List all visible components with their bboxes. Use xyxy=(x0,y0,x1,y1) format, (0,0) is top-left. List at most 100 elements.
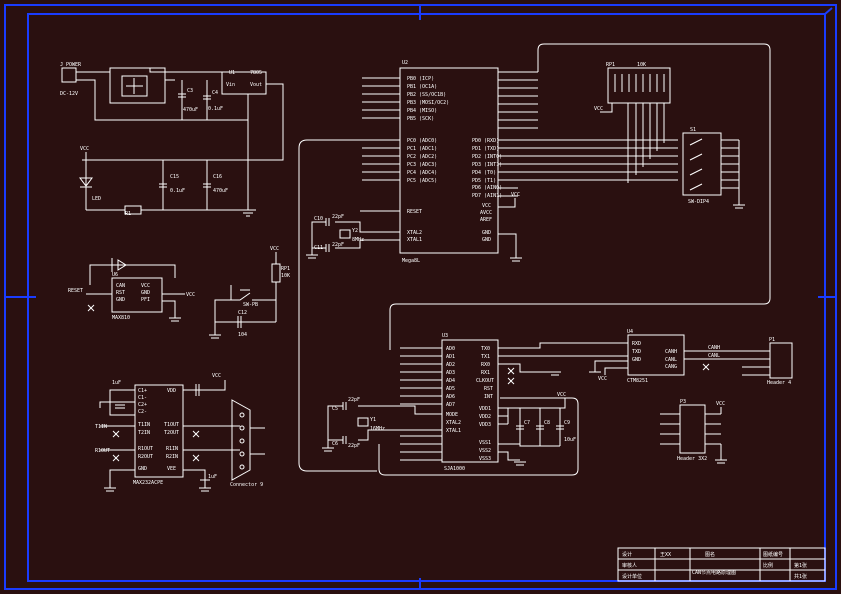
svg-text:VCC: VCC xyxy=(212,373,221,379)
can-controller-section: U3 SJA1000 AD0 AD1 AD2 AD3 AD4 AD5 AD6 A… xyxy=(322,333,628,476)
svg-text:XTAL1: XTAL1 xyxy=(446,428,461,434)
power-supply-section: J POWER DC-12V C3 470uF C4 0.1uF U1 7805… xyxy=(60,62,284,217)
resistor-pack xyxy=(607,67,671,104)
svg-text:PB1 (OC1A): PB1 (OC1A) xyxy=(407,84,437,90)
svg-text:GND: GND xyxy=(482,230,491,236)
svg-text:VCC: VCC xyxy=(80,146,89,152)
svg-text:GND: GND xyxy=(141,290,150,296)
led-indicator-section: VCC LED R1 C15 0.1uF C16 470uF xyxy=(79,146,248,217)
svg-text:0.1uF: 0.1uF xyxy=(208,106,223,112)
svg-text:VDD2: VDD2 xyxy=(479,414,491,420)
bus-loop-right xyxy=(389,43,771,350)
svg-text:VCC: VCC xyxy=(557,392,566,398)
svg-text:VCC: VCC xyxy=(511,192,520,198)
svg-text:TX1: TX1 xyxy=(481,354,490,360)
svg-text:22pF: 22pF xyxy=(348,443,360,449)
svg-text:C1+: C1+ xyxy=(138,388,147,394)
svg-text:Connector 9: Connector 9 xyxy=(230,482,263,488)
svg-text:GND: GND xyxy=(482,237,491,243)
svg-text:C4: C4 xyxy=(212,90,218,96)
title-block: 设计 王XX 审核人 设计单位 图名 CAN节点电路原理图 图纸编号 比例 第1… xyxy=(617,547,826,582)
can-transceiver-section: U4 CTM8251 RXD TXD GND CANH CANL CANG VC… xyxy=(589,329,793,386)
svg-text:R1OUT: R1OUT xyxy=(138,446,153,452)
svg-text:470uF: 470uF xyxy=(213,188,228,194)
svg-text:Y1: Y1 xyxy=(370,417,376,423)
crystal-16mhz xyxy=(357,417,369,427)
svg-text:VDD1: VDD1 xyxy=(479,406,491,412)
svg-text:VDD: VDD xyxy=(167,388,176,394)
svg-text:RP1: RP1 xyxy=(281,266,290,272)
sja1000-chip xyxy=(441,339,499,463)
svg-text:U2: U2 xyxy=(402,60,408,66)
svg-text:C2+: C2+ xyxy=(138,402,147,408)
svg-text:RXD: RXD xyxy=(632,341,641,347)
designer-name: 王XX xyxy=(660,552,671,558)
svg-text:MODE: MODE xyxy=(446,412,458,418)
mcu-section: U2 Mega8L PB0 (ICP) PB1 (OC1A) PB2 (SS/O… xyxy=(298,43,771,472)
svg-text:U6: U6 xyxy=(112,272,118,278)
svg-text:PB4 (MISO): PB4 (MISO) xyxy=(407,108,437,114)
svg-text:AD7: AD7 xyxy=(446,402,455,408)
svg-text:RESET: RESET xyxy=(407,209,422,215)
svg-text:PD7 (AIN1): PD7 (AIN1) xyxy=(472,193,502,199)
svg-text:470uF: 470uF xyxy=(183,107,198,113)
svg-text:VSS3: VSS3 xyxy=(479,456,491,462)
svg-text:TXD: TXD xyxy=(632,349,641,355)
svg-text:AD6: AD6 xyxy=(446,394,455,400)
header-3x2 xyxy=(679,404,706,454)
svg-text:PB3 (MOSI/OC2): PB3 (MOSI/OC2) xyxy=(407,100,449,106)
svg-text:C2-: C2- xyxy=(138,409,147,415)
svg-text:GND: GND xyxy=(116,297,125,303)
svg-text:PC5 (ADC5): PC5 (ADC5) xyxy=(407,178,437,184)
svg-text:C7: C7 xyxy=(524,420,530,426)
svg-text:PC0 (ADC0): PC0 (ADC0) xyxy=(407,138,437,144)
reset-supervisor-section: U6 CAN RST GND VCC GND PFI MAX810 RESET … xyxy=(68,246,290,339)
bridge-rectifier xyxy=(109,67,166,104)
unit-label: 设计单位 xyxy=(622,573,642,580)
svg-text:VSS2: VSS2 xyxy=(479,448,491,454)
svg-text:R2IN: R2IN xyxy=(166,454,178,460)
svg-text:PC1 (ADC1): PC1 (ADC1) xyxy=(407,146,437,152)
svg-text:XTAL2: XTAL2 xyxy=(446,420,461,426)
svg-text:MAX232ACPE: MAX232ACPE xyxy=(133,480,163,486)
svg-text:VCC: VCC xyxy=(716,401,725,407)
svg-text:Mega8L: Mega8L xyxy=(402,258,420,264)
designer-label: 设计 xyxy=(622,551,632,558)
dip-switch xyxy=(682,132,722,196)
svg-text:U3: U3 xyxy=(442,333,448,339)
svg-text:C1-: C1- xyxy=(138,395,147,401)
drawing-name-label: 图名 xyxy=(705,551,715,558)
svg-text:AVCC: AVCC xyxy=(480,210,492,216)
svg-text:AD4: AD4 xyxy=(446,378,455,384)
svg-text:MAX810: MAX810 xyxy=(112,315,130,321)
svg-text:Vout: Vout xyxy=(250,82,262,88)
svg-text:PD4 (T0): PD4 (T0) xyxy=(472,170,496,176)
jpower-value: DC-12V xyxy=(60,91,78,97)
bus-loop-left xyxy=(298,139,395,472)
svg-text:VCC: VCC xyxy=(141,283,150,289)
svg-text:CANL: CANL xyxy=(665,357,677,363)
drawing-title: CAN节点电路原理图 xyxy=(692,569,736,576)
svg-text:LED: LED xyxy=(92,196,101,202)
svg-text:R1: R1 xyxy=(125,211,131,217)
svg-text:R2OUT: R2OUT xyxy=(138,454,153,460)
svg-text:10K: 10K xyxy=(281,273,290,279)
svg-text:PC2 (ADC2): PC2 (ADC2) xyxy=(407,154,437,160)
svg-text:PD2 (INT0): PD2 (INT0) xyxy=(472,154,502,160)
svg-text:PFI: PFI xyxy=(141,297,150,303)
svg-text:SW-DIP4: SW-DIP4 xyxy=(688,199,709,205)
svg-text:RX1: RX1 xyxy=(481,370,490,376)
svg-text:C3: C3 xyxy=(187,88,193,94)
max232-chip xyxy=(134,384,184,478)
svg-text:INT: INT xyxy=(484,394,493,400)
sheet-total: 共1张 xyxy=(794,573,807,580)
svg-text:SW-PB: SW-PB xyxy=(243,302,258,308)
svg-text:T1OUT: T1OUT xyxy=(164,422,179,428)
svg-text:T2IN: T2IN xyxy=(138,430,150,436)
svg-text:TX0: TX0 xyxy=(481,346,490,352)
svg-text:0.1uF: 0.1uF xyxy=(170,188,185,194)
svg-text:XTAL2: XTAL2 xyxy=(407,230,422,236)
svg-text:Header 4: Header 4 xyxy=(767,380,791,386)
svg-text:PD5 (T1): PD5 (T1) xyxy=(472,178,496,184)
